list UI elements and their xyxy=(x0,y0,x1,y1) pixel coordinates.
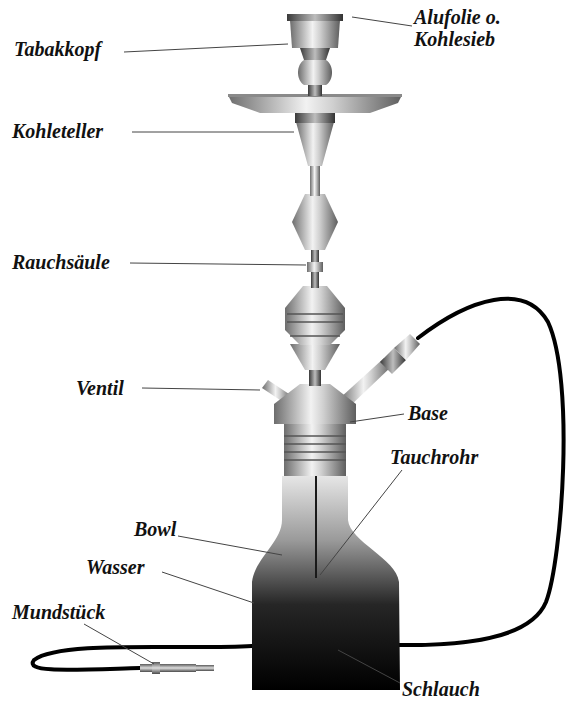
tobacco-head xyxy=(287,14,343,96)
part-label: Mundstück xyxy=(12,601,105,623)
part-label: Schlauch xyxy=(402,678,480,700)
bowl xyxy=(252,476,400,690)
part-label: Wasser xyxy=(86,556,145,578)
part-label: Kohleteller xyxy=(12,120,103,142)
part-label: Alufolie o. Kohlesieb xyxy=(414,6,554,50)
part-label: Tabakkopf xyxy=(14,38,101,60)
part-label: Tauchrohr xyxy=(390,446,478,468)
part-label: Ventil xyxy=(76,377,124,399)
stem xyxy=(285,112,345,386)
part-label: Bowl xyxy=(134,518,176,540)
mouthpiece xyxy=(140,662,214,674)
downstem xyxy=(315,470,317,578)
charcoal-plate xyxy=(228,94,402,113)
leader-line xyxy=(84,17,412,683)
base xyxy=(274,384,356,476)
part-label: Base xyxy=(408,402,448,424)
part-label: Rauchsäule xyxy=(12,251,110,273)
hose-port xyxy=(340,334,420,408)
